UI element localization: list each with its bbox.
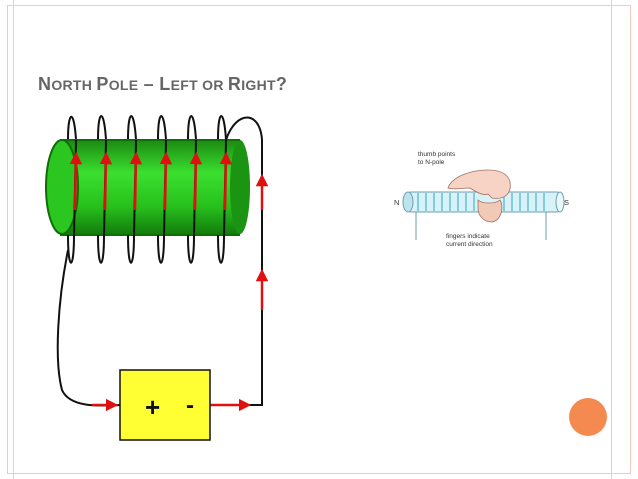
- lead-wire-right: [210, 116, 263, 406]
- iron-core: [60, 140, 240, 235]
- title-part: IGHT: [241, 77, 276, 93]
- label-fingers-2: current direction: [446, 241, 493, 248]
- iron-core-end-right: [230, 140, 250, 234]
- slide-frame-inner: [13, 0, 612, 479]
- coil-loops-top: [67, 115, 227, 141]
- label-fingers-1: fingers indicate: [446, 233, 490, 240]
- slide-frame: [7, 5, 631, 474]
- title-part: L: [159, 74, 171, 94]
- slide-accent-dot: [569, 398, 607, 436]
- battery: [119, 369, 211, 441]
- right-hand-rule-diagram: thumb points to N-pole N S fingers indic…: [394, 151, 569, 248]
- title-part: –: [138, 74, 160, 94]
- slide-title: NORTH POLE – LEFT OR RIGHT?: [38, 74, 287, 95]
- coil-loops-bottom: [67, 234, 225, 264]
- lead-wire-left: [56, 249, 121, 407]
- title-part: P: [96, 74, 109, 94]
- battery-minus: -: [186, 392, 194, 419]
- hand-diagram-windings: [417, 193, 545, 211]
- title-part: N: [38, 74, 52, 94]
- iron-core-end-left: [45, 139, 79, 235]
- title-part: EFT OR: [170, 77, 228, 93]
- title-part: ?: [275, 74, 288, 94]
- label-n: N: [394, 198, 399, 207]
- fingers-shape: [477, 199, 503, 223]
- title-part: OLE: [108, 77, 139, 93]
- solenoid-circuit-diagram: + -: [45, 115, 269, 441]
- label-s: S: [564, 198, 569, 207]
- current-arrows-wire: [92, 173, 269, 412]
- label-thumb-1: thumb points: [418, 151, 456, 158]
- label-thumb-2: to N-pole: [418, 159, 445, 166]
- title-part: R: [227, 74, 242, 94]
- current-arrows-coil: [69, 151, 233, 211]
- hand-shape: [447, 169, 511, 199]
- battery-plus: +: [145, 392, 160, 422]
- title-part: ORTH: [51, 77, 97, 93]
